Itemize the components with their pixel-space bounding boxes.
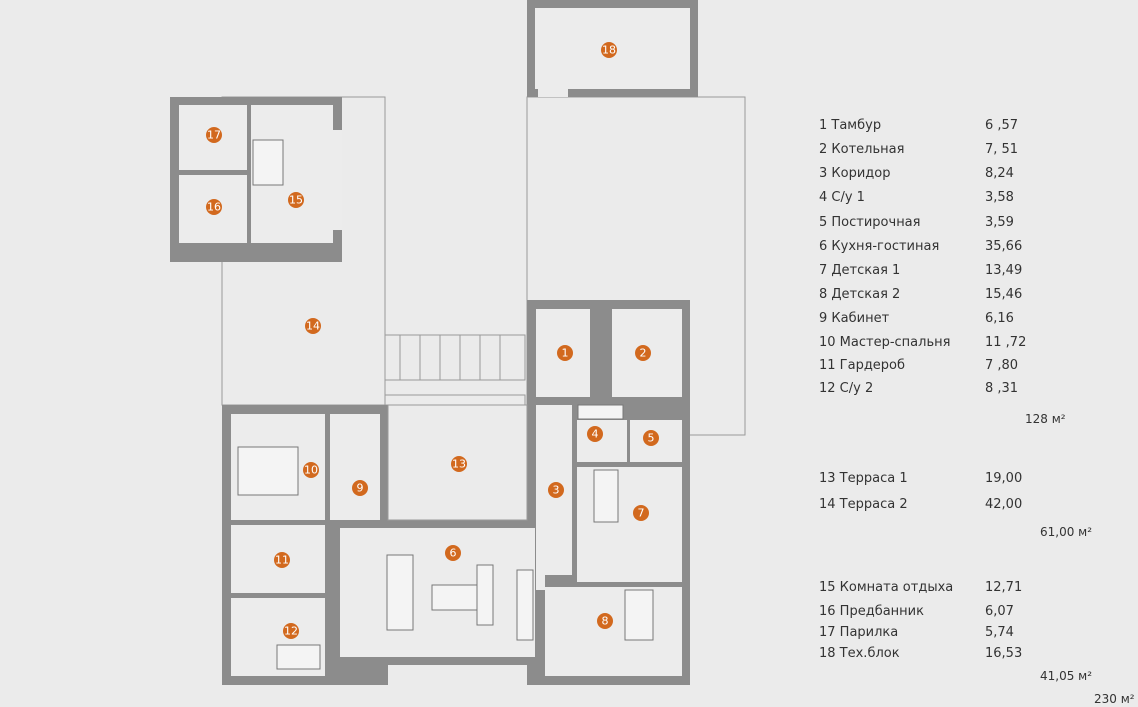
total-terraces: 61,00 м²: [1040, 525, 1093, 539]
room-marker: 8: [597, 613, 613, 629]
room-marker: 16: [206, 199, 222, 215]
svg-text:9: 9: [357, 482, 364, 495]
svg-text:12: 12: [284, 625, 298, 638]
svg-text:15: 15: [289, 194, 303, 207]
terrace-1-outline: [387, 404, 528, 521]
sauna-block: [170, 97, 342, 262]
svg-text:4: 4: [592, 428, 599, 441]
room-marker: 11: [274, 552, 290, 568]
room-marker: 10: [303, 462, 319, 478]
svg-text:17: 17: [207, 129, 221, 142]
svg-text:8: 8: [602, 615, 609, 628]
room-marker: 12: [283, 623, 299, 639]
room-marker: 15: [288, 192, 304, 208]
room-marker: 17: [206, 127, 222, 143]
room-marker: 13: [451, 456, 467, 472]
svg-text:14: 14: [306, 320, 320, 333]
svg-text:16: 16: [207, 201, 221, 214]
svg-text:13: 13: [452, 458, 466, 471]
total-house: 128 м²: [1025, 412, 1066, 426]
room-marker: 4: [587, 426, 603, 442]
room-marker: 14: [305, 318, 321, 334]
svg-text:1: 1: [562, 347, 569, 360]
total-all: 230 м²: [1094, 692, 1135, 706]
svg-text:10: 10: [304, 464, 318, 477]
svg-text:5: 5: [648, 432, 655, 445]
floor-plan: 1 2 3 4 5 6 7 8 9 10 11 12 13 14 15 16 1…: [170, 0, 746, 685]
svg-text:18: 18: [602, 44, 616, 57]
svg-text:11: 11: [275, 554, 289, 567]
room-marker: 3: [548, 482, 564, 498]
svg-text:7: 7: [638, 507, 645, 520]
room-marker: 7: [633, 505, 649, 521]
room-marker: 18: [601, 42, 617, 58]
total-bath: 41,05 м²: [1040, 669, 1093, 683]
room-marker: 6: [445, 545, 461, 561]
room-marker: 5: [643, 430, 659, 446]
svg-text:2: 2: [640, 347, 647, 360]
svg-text:6: 6: [450, 547, 457, 560]
room-marker: 2: [635, 345, 651, 361]
room-marker: 9: [352, 480, 368, 496]
terrace-steps: [384, 334, 526, 406]
svg-text:3: 3: [553, 484, 560, 497]
room-marker: 1: [557, 345, 573, 361]
